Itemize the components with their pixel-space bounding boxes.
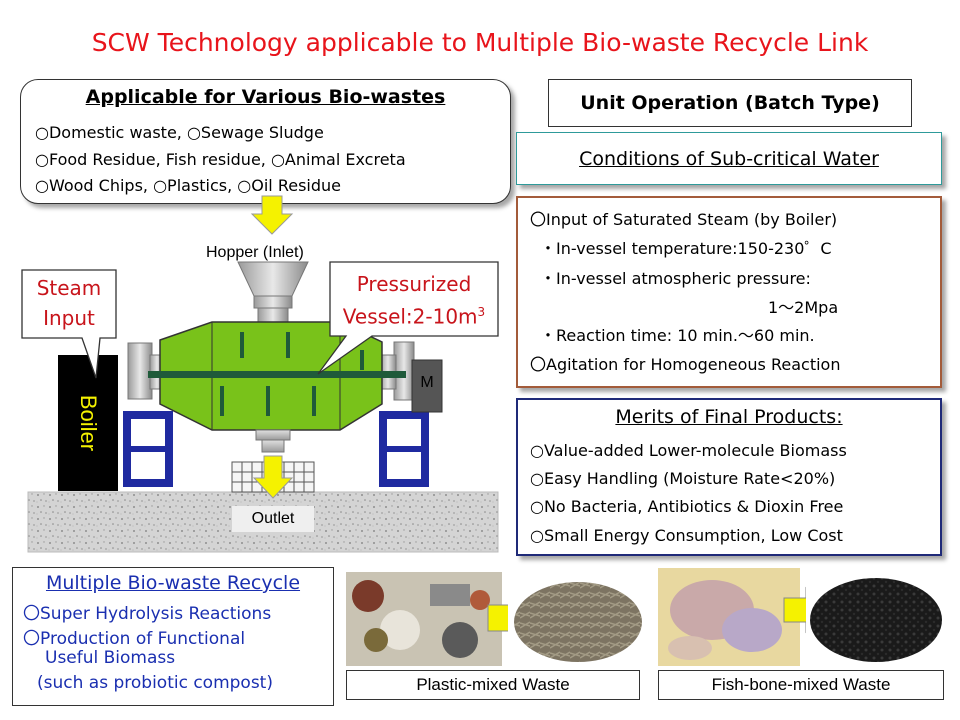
left-stand [125, 413, 171, 485]
applicable-wastes-box: Applicable for Various Bio-wastes ○Domes… [20, 79, 511, 204]
outlet-arrow [252, 455, 294, 499]
outlet-label: Outlet [232, 506, 314, 532]
recycle-line-3: Useful Biomass [45, 648, 176, 668]
conditions-box: 〇Input of Saturated Steam (by Boiler) ・I… [516, 196, 942, 388]
condition-line-3: ・In-vessel atmospheric pressure: [540, 269, 811, 288]
photo-fish-waste [658, 568, 800, 666]
steam-label-line2: Input [43, 306, 95, 330]
recycle-line-1: 〇Super Hydrolysis Reactions [23, 604, 272, 624]
steam-input-label: Steam Input [22, 273, 116, 333]
page-title: SCW Technology applicable to Multiple Bi… [91, 28, 869, 57]
vessel-label-line2: Vessel:2-10m3 [342, 304, 486, 329]
applicable-line-1: ○Domestic waste, ○Sewage Sludge [35, 123, 324, 142]
condition-line-6: 〇Agitation for Homogeneous Reaction [530, 355, 841, 374]
hopper-label: Hopper (Inlet) [206, 244, 304, 261]
recycle-heading: Multiple Bio-waste Recycle [45, 572, 301, 594]
condition-line-1: 〇Input of Saturated Steam (by Boiler) [530, 210, 838, 229]
merits-box: Merits of Final Products: ○Value-added L… [516, 398, 942, 556]
merit-item-4: ○Small Energy Consumption, Low Cost [530, 526, 843, 545]
scw-reactor-diagram [21, 195, 499, 553]
photo-plastic-waste [346, 572, 502, 666]
merits-heading: Merits of Final Products: [615, 406, 843, 428]
inlet-arrow [250, 195, 294, 235]
condition-line-2: ・In-vessel temperature:150-230゜C [540, 239, 832, 258]
photo-fish-product [806, 570, 946, 666]
boiler-label: Boiler [76, 394, 101, 452]
vessel-label: Pressurized Vessel:2-10m3 [330, 270, 498, 331]
recycle-box: Multiple Bio-waste Recycle 〇Super Hydrol… [12, 567, 334, 706]
merit-item-1: ○Value-added Lower-molecule Biomass [530, 441, 847, 460]
recycle-line-4: (such as probiotic compost) [37, 673, 273, 693]
applicable-line-2: ○Food Residue, Fish residue, ○Animal Exc… [35, 150, 406, 169]
applicable-heading: Applicable for Various Bio-wastes [85, 86, 446, 108]
motor-label: M [420, 374, 434, 391]
unit-operation-box: Unit Operation (Batch Type) [548, 79, 912, 127]
recycle-line-2: 〇Production of Functional [23, 629, 246, 649]
right-stand [381, 413, 427, 485]
condition-line-4: 1〜2Mpa [768, 298, 839, 317]
steam-label-line1: Steam [36, 276, 102, 300]
conditions-heading: Conditions of Sub-critical Water [516, 132, 942, 185]
caption-fish-waste: Fish-bone-mixed Waste [658, 670, 944, 700]
agitator-shaft [148, 371, 406, 378]
condition-line-5: ・Reaction time: 10 min.〜60 min. [540, 326, 815, 345]
product-photos [346, 568, 946, 666]
motor [411, 359, 443, 413]
merit-item-3: ○No Bacteria, Antibiotics & Dioxin Free [530, 497, 844, 516]
merit-item-2: ○Easy Handling (Moisture Rate<20%) [530, 469, 836, 488]
applicable-line-3: ○Wood Chips, ○Plastics, ○Oil Residue [35, 176, 341, 195]
boiler-label-wrap: Boiler [58, 355, 118, 491]
vessel-label-line1: Pressurized [356, 272, 472, 296]
vessel-callout [317, 261, 499, 375]
caption-plastic-waste: Plastic-mixed Waste [346, 670, 640, 700]
photo-plastic-product [508, 572, 644, 666]
hopper [237, 261, 309, 297]
steam-input-callout [21, 269, 117, 379]
boiler [58, 355, 118, 491]
